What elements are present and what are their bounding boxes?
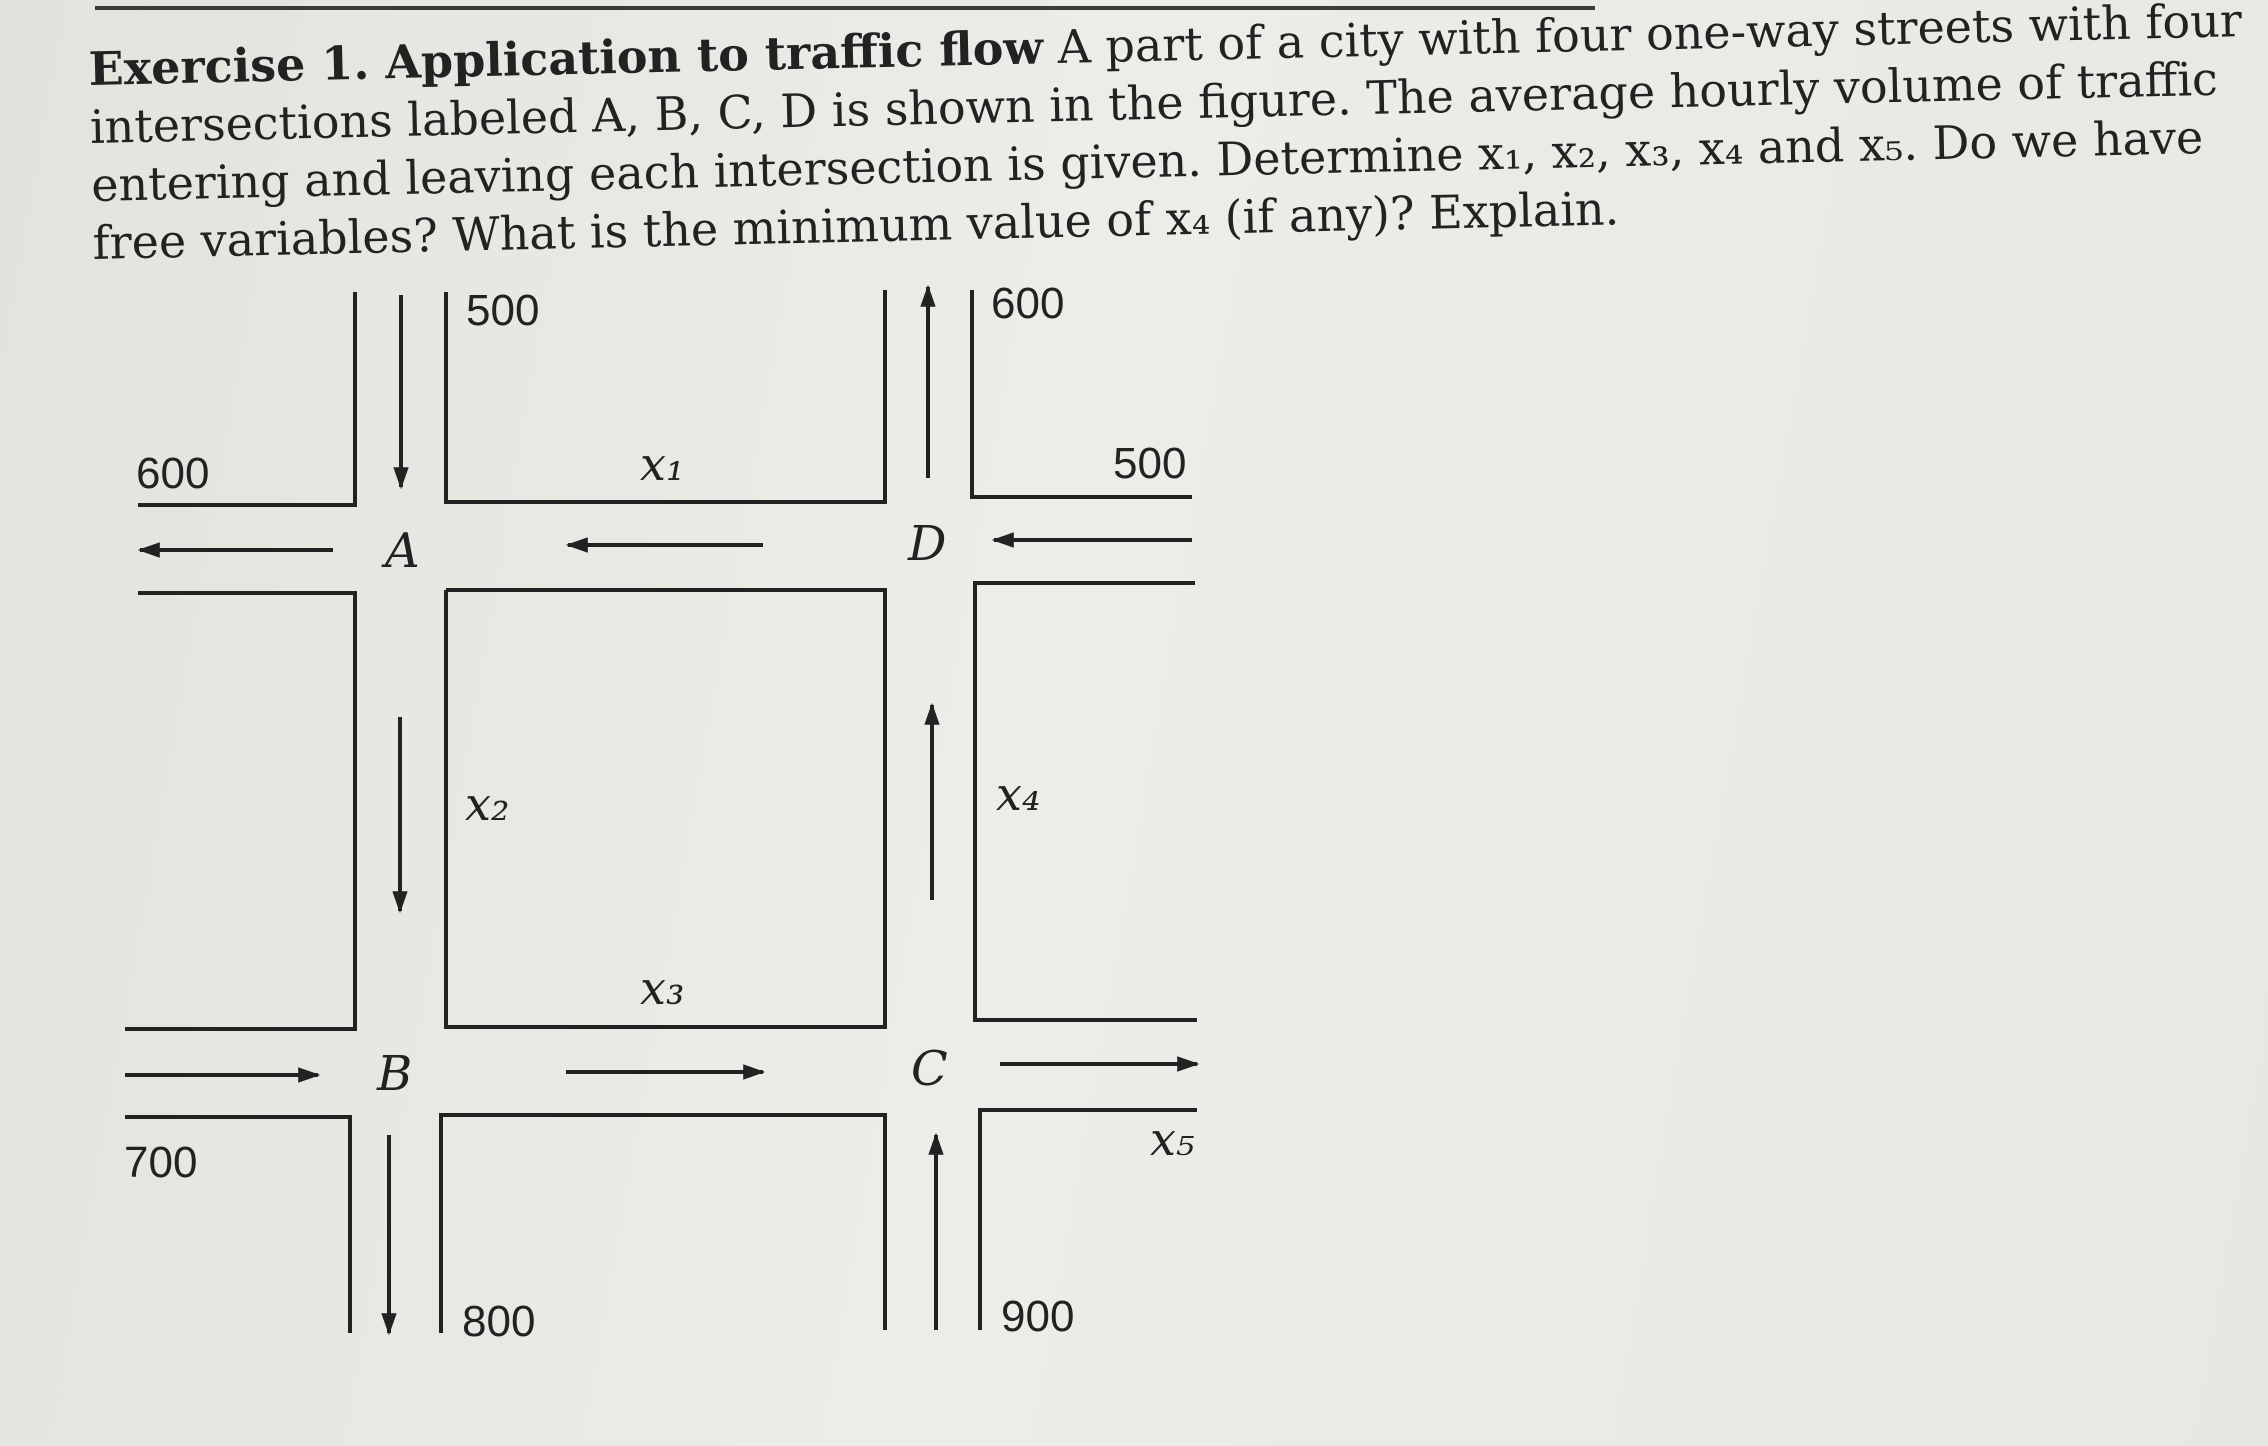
intersection-d: D <box>907 516 946 572</box>
intersection-b: B <box>376 1046 412 1102</box>
variable-x4: x₄ <box>996 767 1040 821</box>
wall-b-bottom-left <box>125 1115 352 1333</box>
volume-b-left: 700 <box>124 1138 197 1187</box>
wall-b-bottom-right <box>439 1113 887 1333</box>
volume-b-bottom: 800 <box>462 1297 535 1346</box>
volume-a-left: 600 <box>136 449 209 498</box>
wall-d-top-right <box>970 290 1192 499</box>
wall-c-bottom-right <box>978 1108 1197 1330</box>
intersection-c: C <box>911 1041 948 1097</box>
wall-d-right-lower <box>973 581 1197 1022</box>
street-walls <box>125 290 1197 1333</box>
volume-d-right: 500 <box>1113 439 1186 488</box>
wall-a-left-lower <box>125 591 357 1031</box>
wall-center-block <box>444 588 887 1029</box>
volume-d-top: 600 <box>991 279 1064 328</box>
variable-x5: x₅ <box>1150 1112 1194 1166</box>
flow-arrows <box>125 284 1200 1336</box>
variable-x3: x₃ <box>640 961 684 1015</box>
wall-a-top-left <box>138 292 357 507</box>
volume-c-bottom: 900 <box>1001 1292 1074 1341</box>
wall-a-top-right <box>444 290 887 504</box>
volume-a-top: 500 <box>466 286 539 335</box>
variable-x1: x₁ <box>640 437 684 491</box>
top-rule <box>95 6 1595 10</box>
variable-x2: x₂ <box>465 777 509 831</box>
intersection-a: A <box>381 523 420 579</box>
